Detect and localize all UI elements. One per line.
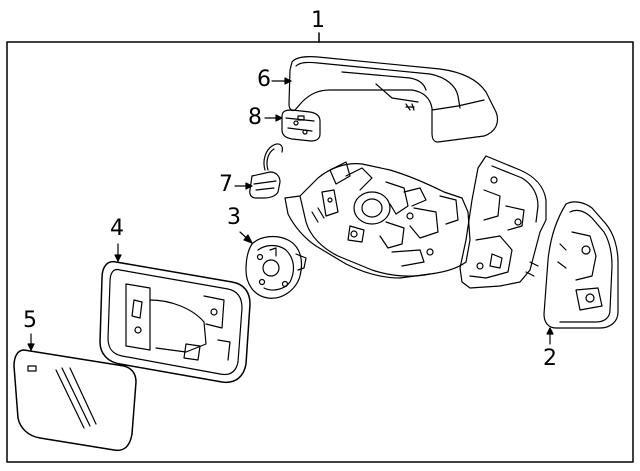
callout-7: 7 [219, 172, 233, 197]
callout-8: 8 [248, 105, 262, 130]
mirror-switch [282, 110, 320, 141]
mirror-trim-cover [544, 202, 618, 328]
callout-2: 2 [543, 346, 557, 371]
mirror-housing-frame [285, 162, 470, 278]
callout-5-arrowhead [27, 343, 35, 351]
callout-4-arrowhead [114, 254, 122, 262]
callout-5: 5 [23, 308, 37, 333]
callout-4: 4 [110, 216, 124, 241]
mirror-mount-base [460, 156, 546, 288]
assembly-frame [6, 41, 634, 463]
mirror-bezel [100, 262, 250, 383]
mirror-actuator [246, 237, 306, 299]
callout-2-arrowhead [546, 327, 554, 335]
callout-6-arrowhead [284, 77, 292, 85]
callout-3-arrowhead [243, 234, 253, 244]
turn-signal-lamp [250, 144, 283, 198]
callout-8-arrowhead [275, 114, 283, 122]
callout-7-arrowhead [245, 182, 253, 190]
callout-1: 1 [311, 8, 325, 33]
mirror-cover [289, 57, 498, 142]
callout-6: 6 [257, 67, 271, 92]
callout-3: 3 [227, 205, 241, 230]
mirror-glass [14, 350, 136, 450]
